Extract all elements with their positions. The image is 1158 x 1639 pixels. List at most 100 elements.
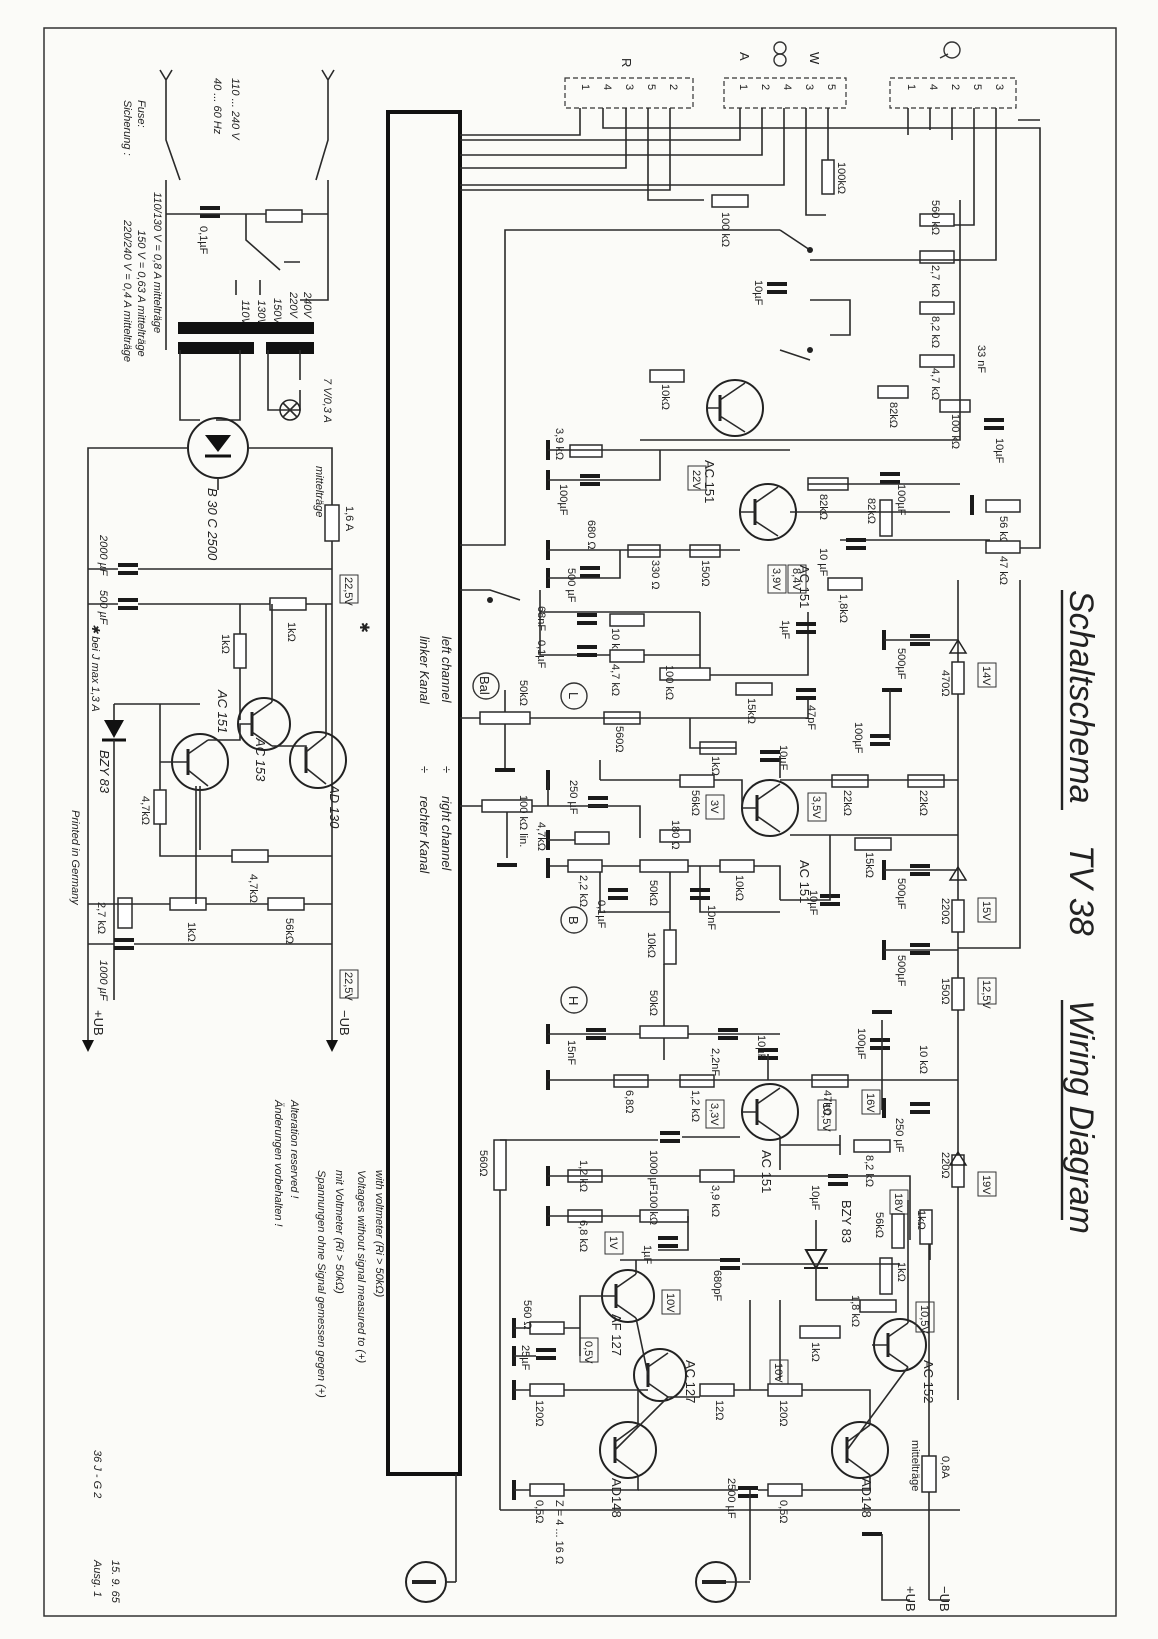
label-notes-en1: Voltages without signal measured to (+) <box>355 1170 367 1363</box>
label-connectors-top-left-pins-4: 2 <box>667 84 679 90</box>
label-preamp-r-150: 150Ω <box>699 560 711 587</box>
label-power-amp-cap-680p: 680pF <box>711 1270 723 1301</box>
label-power-supply-fuse-16: 1,6 A <box>343 506 355 532</box>
transformer: 7 V/0,3 A B 30 C 2500 1,6 A mittelträge <box>87 322 355 1000</box>
label-power-supply-cap-2000: 2000 µF <box>97 534 109 577</box>
label-regulator-r4: 4,7kΩ <box>247 874 259 903</box>
label-tone-label-b: B <box>566 916 581 925</box>
label-power-amp-v-105: 10,5V <box>820 1103 832 1132</box>
label-power-amp-r-05: 0,5Ω <box>533 1500 545 1524</box>
label-tone-r-15k-b: 15kΩ <box>863 852 875 878</box>
label-regulator-t3: AD 130 <box>327 784 342 829</box>
label-tone-v-15: 15V <box>980 901 992 921</box>
label-tone-cap-10u: 10µF <box>777 745 789 771</box>
label-regulator-zener: BZY 83 <box>97 750 112 794</box>
left-speaker <box>405 1474 457 1603</box>
label-power-supply-lamp: 7 V/0,3 A <box>321 378 333 423</box>
label-preamp-cap-100u-b: 100µF <box>895 484 907 516</box>
label-power-amp-pot-1k: 1kΩ <box>895 1262 907 1282</box>
label-tone-v-3: 3V <box>708 800 720 814</box>
label-connectors-top-left-pins-0: 1 <box>579 84 591 90</box>
label-connectors-top-right-pins-4: 3 <box>993 84 1005 90</box>
label-power-amp-cap-1u: 1µF <box>641 1245 653 1264</box>
label-power-amp-r-120: 120Ω <box>533 1400 545 1427</box>
label-power-supply-cap-01: 0,1µF <box>197 226 209 255</box>
left-channel-de: linker Kanal <box>417 636 432 705</box>
label-connectors-top-middle-pins-1: 2 <box>759 84 771 90</box>
label-tone-label-l: L <box>566 692 581 699</box>
label-power-amp-r-56k: 56kΩ <box>873 1212 885 1238</box>
label-power-supply-mains-freq: 40 ... 60 Hz <box>211 78 223 135</box>
label-power-supply-fuse-150: 150 V = 0,63 A mittelträge <box>135 230 147 357</box>
label-power-amp-r-12o: 12Ω <box>713 1400 725 1420</box>
label-tone-v-125: 12,5V <box>980 980 992 1009</box>
label-power-supply-ub-minus: −UB <box>337 1010 352 1036</box>
label-connectors-top-right-pins-3: 5 <box>971 84 983 90</box>
label-power-amp-zener: BZY 83 <box>839 1200 854 1243</box>
label-power-amp-v-16: 16V <box>864 1093 876 1113</box>
label-power-supply-printed: Printed in Germany <box>69 810 81 906</box>
label-preamp-r-82: 8,2 kΩ <box>929 316 941 348</box>
label-power-amp-fuse-08: 0,8A <box>939 1456 951 1479</box>
label-tone-pot-50k: 50kΩ <box>517 680 529 706</box>
label-power-amp-t-ac127: AC 127 <box>683 1360 698 1403</box>
issue-info: 36 J - G 2 Ausg. 1 15. 9. 65 <box>91 1450 121 1604</box>
label-tone-cap-100u: 100µF <box>852 722 864 754</box>
label-power-amp-v-10: 10V <box>664 1293 676 1313</box>
label-regulator-r5: 56kΩ <box>283 918 295 944</box>
alteration-note: Änderungen vorbehalten ! Alteration rese… <box>272 1099 300 1227</box>
title-model: TV 38 <box>1062 845 1100 936</box>
label-preamp-r-560: 560 kΩ <box>929 200 941 235</box>
preamp-stage-2: AC 151 3,9V 8,4V 82kΩ 100µF 82kΩ 680 Ω 3… <box>546 472 1021 623</box>
label-regulator-v2: 22,5V <box>342 972 354 1001</box>
right-channel-en: right channel <box>439 796 454 872</box>
label-regulator-r2: 1kΩ <box>219 634 231 654</box>
label-power-amp-cap-10u: 10µF <box>755 1035 767 1061</box>
label-power-amp-r-12k: 1,2 kΩ <box>689 1090 701 1122</box>
label-power-supply-fuse-label-en: Fuse: <box>135 100 147 128</box>
label-power-amp-t-ad148b: AD148 <box>859 1478 874 1518</box>
label-power-amp-pot-1k-b: 1kΩ <box>809 1342 821 1362</box>
label-notes-de2: mit Voltmeter (Ri > 50kΩ) <box>333 1170 345 1294</box>
label-power-amp-r-220: 220Ω <box>939 1152 951 1179</box>
label-power-amp-r-05b: 0,5Ω <box>777 1500 789 1524</box>
label-power-supply-fuse-label-de: Sicherung : <box>121 100 133 156</box>
label-power-amp-t-ac151: AC 151 <box>759 1150 774 1193</box>
label-power-amp-cap-100u: 100µF <box>855 1028 867 1060</box>
label-connectors-top-middle-pins-3: 3 <box>803 84 815 90</box>
label-preamp-cap-10u-c: 10 µF <box>817 548 829 577</box>
label-power-amp-r-68: 6,8Ω <box>623 1090 635 1114</box>
page-border <box>43 27 1117 1617</box>
label-power-supply-ub-plus: +UB <box>91 1010 106 1036</box>
label-regulator-cap: 1000 µF <box>97 960 109 1002</box>
label-tone-v-35: 3,5V <box>810 796 822 819</box>
label-preamp-r-47: 4,7 kΩ <box>929 368 941 400</box>
label-preamp-t-ac151-a: AC 151 <box>702 460 717 503</box>
connector-a-label: A <box>737 52 752 61</box>
label-tone-cap-68n: 68nF <box>535 606 547 631</box>
label-tone-cap-1u: 1µF <box>779 620 791 639</box>
label-power-amp-r-100k: 100 kΩ <box>647 1190 659 1225</box>
svg-text:✱: ✱ <box>357 622 372 633</box>
label-connectors-top-left-pins-1: 4 <box>601 84 613 90</box>
label-power-amp-v-10b: 10V <box>772 1363 784 1383</box>
label-preamp-cap-100u: 100µF <box>557 484 569 516</box>
label-preamp-cap-33n: 33 nF <box>975 345 987 373</box>
label-tone-t-ac151: AC 151 <box>797 860 812 903</box>
title-block: Schaltschema TV 38 Wiring Diagram <box>1060 590 1100 1234</box>
label-preamp-r-82k-b: 82kΩ <box>865 498 877 524</box>
label-power-amp-fuse-08-type: mittelträge <box>909 1440 921 1491</box>
label-power-amp-r-10k: 10 kΩ <box>917 1045 929 1074</box>
label-tone-label-h: H <box>566 996 581 1005</box>
label-tone-pot-50k-c: 50kΩ <box>647 990 659 1016</box>
label-notes-date: 15. 9. 65 <box>109 1560 121 1604</box>
label-tone-v-14: 14V <box>980 666 992 686</box>
left-driver-stage: 1kΩ 10µF 100µF AC 151 3V 3,5V 56kΩ 180 Ω… <box>460 630 958 910</box>
label-power-amp-r-560: 560Ω <box>477 1150 489 1177</box>
label-notes-ausg: Ausg. 1 <box>91 1559 103 1597</box>
label-connectors-top-middle-pins-4: 5 <box>825 84 837 90</box>
label-tone-r-10k-c: 10kΩ <box>645 932 657 958</box>
channel-labels: linker Kanal ÷ rechter Kanal left channe… <box>417 636 454 874</box>
label-preamp-r-82k: 82kΩ <box>817 494 829 520</box>
